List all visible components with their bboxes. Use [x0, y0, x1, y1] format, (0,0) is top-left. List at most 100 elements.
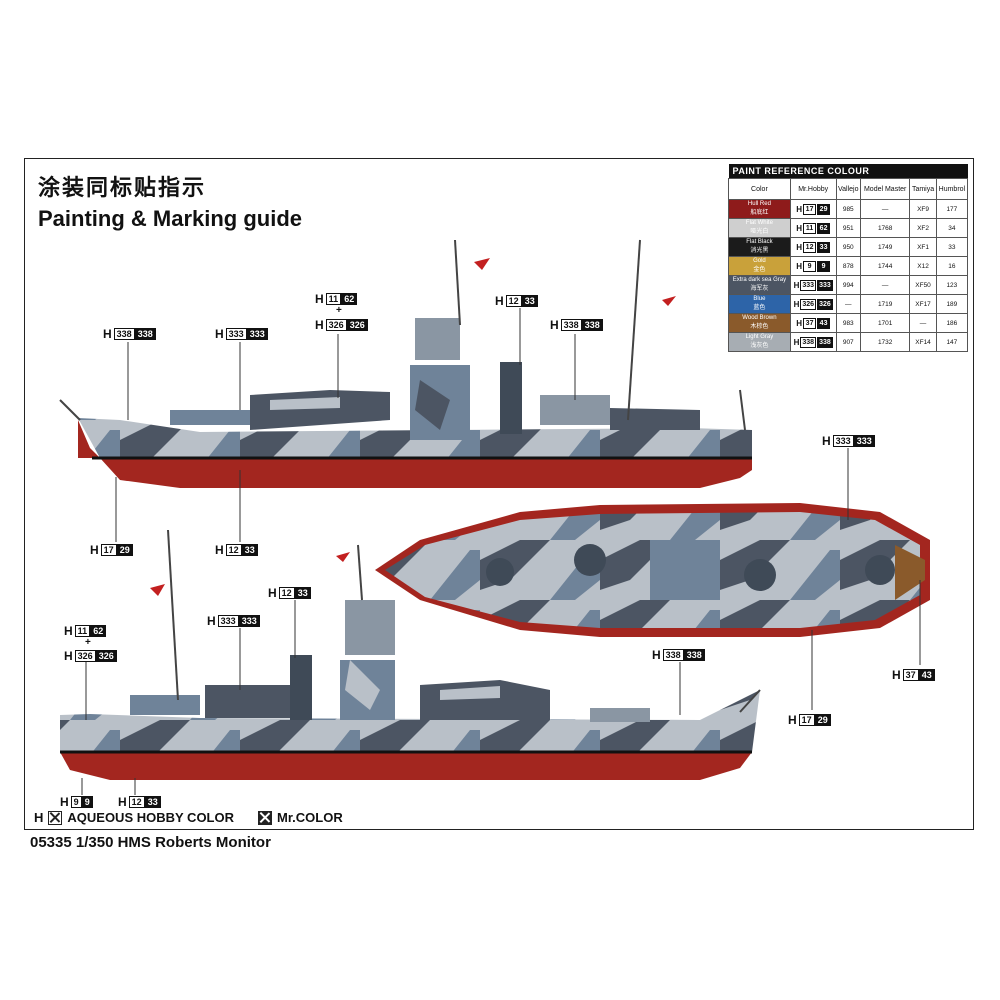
color-name-cn: 海军灰	[750, 286, 769, 292]
callout-prefix: H	[892, 668, 901, 682]
callout-code: 11	[325, 293, 342, 305]
callout-prefix: H	[118, 795, 127, 809]
color-name-cn: 消光黑	[750, 248, 769, 254]
tamiya-code: XF14	[909, 332, 937, 352]
plus-sign: +	[85, 637, 91, 648]
h-prefix: H	[796, 223, 803, 233]
callout-prefix: H	[315, 292, 324, 306]
vallejo-code: 985	[835, 199, 861, 219]
color-swatch: Blue 蓝色	[728, 294, 791, 314]
h-prefix: H	[796, 318, 803, 328]
color-name: Light Gray	[745, 334, 774, 340]
callout-prefix: H	[788, 713, 797, 727]
callout-prefix: H	[60, 795, 69, 809]
mr-color-code: 29	[817, 203, 831, 215]
callout-code: 338	[560, 319, 582, 331]
mr-color-code: 33	[817, 241, 831, 253]
mr-color-code: 9	[817, 260, 831, 272]
callout-code-mr: 33	[521, 295, 538, 307]
aqueous-code: 12	[803, 241, 817, 253]
color-name: Gold	[753, 258, 766, 264]
callout-code: 37	[902, 669, 919, 681]
callout-code-mr: 43	[918, 669, 935, 681]
callout-code-mr: 29	[814, 714, 831, 726]
title-chinese: 涂装同标贴指示	[38, 176, 207, 201]
h-prefix: H	[796, 261, 803, 271]
callout-code: 326	[325, 319, 347, 331]
callout-prefix: H	[315, 318, 324, 332]
callout-code-mr: 338	[683, 649, 705, 661]
h-prefix: H	[796, 242, 803, 252]
color-swatch: Light Gray 浅灰色	[728, 332, 791, 352]
color-name: Flat White	[745, 220, 773, 226]
callout-code-mr: 62	[341, 293, 358, 305]
aqueous-code: 37	[803, 317, 817, 329]
aqueous-box-icon	[48, 810, 63, 825]
color-name: Wood Brown	[742, 315, 777, 321]
callout-prefix: H	[64, 624, 73, 638]
callout-code: 333	[225, 328, 247, 340]
h-prefix: H	[793, 337, 800, 347]
color-name-cn: 金色	[753, 267, 766, 273]
legend-mr-color-label: Mr.COLOR	[277, 810, 343, 825]
callout-prefix: H	[822, 434, 831, 448]
color-name: Extra dark sea Gray	[732, 277, 787, 283]
callout-code: 17	[798, 714, 815, 726]
guide-frame	[24, 158, 974, 830]
callout-prefix: H	[215, 327, 224, 341]
paint-reference-table: PAINT REFERENCE COLOUR Color Mr.Hobby Va…	[728, 164, 969, 352]
callout-code-mr: 33	[144, 796, 161, 808]
callout-prefix: H	[268, 586, 277, 600]
aqueous-code: 11	[803, 222, 817, 234]
callout-prefix: H	[103, 327, 112, 341]
aqueous-code: 333	[800, 279, 817, 291]
legend-mr-color: Mr.COLOR	[258, 810, 343, 825]
color-name: Hull Red	[747, 201, 771, 207]
aqueous-code: 17	[803, 203, 817, 215]
color-name-cn: 浅灰色	[750, 343, 769, 349]
callout-code-mr: 326	[346, 319, 368, 331]
callout-code: 12	[505, 295, 522, 307]
callout-code: 17	[100, 544, 117, 556]
side-profile-top	[59, 239, 752, 488]
mr-color-code: 333	[817, 279, 833, 291]
legend-aqueous-label: AQUEOUS HOBBY COLOR	[67, 810, 234, 825]
tamiya-code: X12	[909, 256, 937, 276]
title-english: Painting & Marking guide	[38, 206, 303, 231]
color-name: Blue	[753, 296, 766, 302]
callout-code: 12	[225, 544, 242, 556]
callout-code-mr: 33	[294, 587, 311, 599]
callout-code-mr: 33	[241, 544, 258, 556]
side-profile-bottom	[60, 529, 761, 780]
callout-code-mr: 62	[90, 625, 107, 637]
callout-prefix: H	[90, 543, 99, 557]
tamiya-code: XF50	[909, 275, 937, 295]
callout-prefix: H	[652, 648, 661, 662]
callout-code-mr: 333	[853, 435, 875, 447]
color-name-cn: 蓝色	[753, 305, 766, 311]
callout-code-mr: 333	[238, 615, 260, 627]
callout-prefix: H	[550, 318, 559, 332]
color-name-cn: 木棕色	[750, 324, 769, 330]
callout-code-mr: 338	[134, 328, 156, 340]
humbrol-code: 147	[935, 332, 969, 352]
callout-code: 12	[278, 587, 295, 599]
callout-code-mr: 326	[95, 650, 117, 662]
